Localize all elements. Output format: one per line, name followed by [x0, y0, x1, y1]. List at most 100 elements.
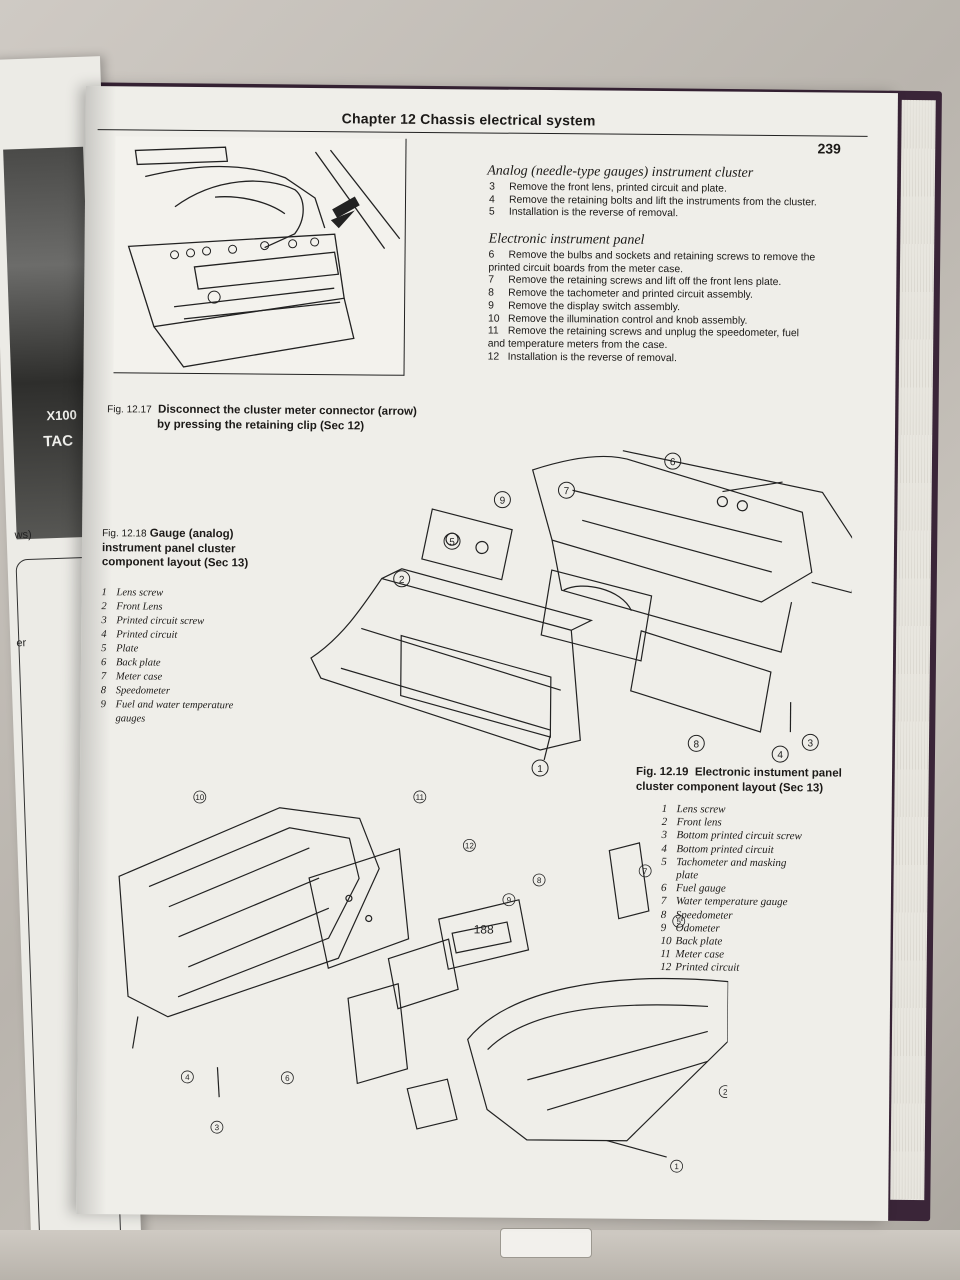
fig-12-18-callout-6: 6: [670, 457, 676, 468]
fig-12-19-callout-5: 5: [676, 917, 681, 926]
step-text: and temperature meters from the case.: [487, 338, 668, 352]
fig-12-18-illustration: 1 2 3 4 5 6 7 8 9: [300, 428, 863, 830]
header-rule: [97, 129, 868, 137]
fig-12-17-caption-line1: Disconnect the cluster meter connector (…: [158, 403, 417, 418]
step-text: Installation is the reverse of removal.: [508, 207, 679, 220]
fig-12-18-caption-line1: Gauge (analog): [149, 527, 234, 541]
legend-label: Plate: [116, 643, 139, 655]
left-text-fragment: er: [16, 637, 27, 650]
step-number: 9: [488, 300, 494, 312]
fig-12-19-callout-8: 8: [537, 876, 542, 885]
fig-12-19-illustration: 188 1 2 3 4 5 6 7 8 9 10 11: [106, 786, 732, 1181]
legend-number: 4: [101, 629, 107, 641]
step-number: 7: [488, 274, 495, 286]
fig-12-17-number: Fig. 12.17: [107, 404, 152, 416]
fig-12-18-drawing: 1 2 3 4 5 6 7 8 9: [310, 450, 863, 830]
photo-mark-x100: X100: [46, 407, 78, 424]
legend-number: 1: [101, 587, 107, 599]
fig-12-18-callout-3: 3: [807, 738, 813, 749]
legend-label: Printed circuit: [116, 629, 178, 641]
legend-label: Meter case: [115, 671, 163, 683]
fig-12-17-illustration: [113, 136, 407, 376]
analog-section-heading: Analog (needle-type gauges) instrument c…: [487, 163, 754, 181]
fig-12-18-caption: Fig. 12.18 Gauge (analog) instrument pan…: [102, 526, 282, 571]
legend-number: 5: [101, 643, 107, 655]
step-text: Remove the tachometer and printed circui…: [508, 287, 753, 301]
fig-12-19-callout-4: 4: [185, 1073, 190, 1082]
fig-12-19-caption-line1: Electronic instument panel: [694, 766, 842, 780]
bottom-object: [500, 1228, 592, 1258]
electronic-section-heading: Electronic instrument panel: [488, 231, 645, 248]
fig-12-19-callout-2: 2: [723, 1088, 728, 1097]
step-number: 12: [487, 351, 500, 363]
fig-12-18-callout-8: 8: [693, 739, 699, 750]
legend-number: 6: [100, 657, 107, 669]
step-text: Remove the retaining bolts and lift the …: [508, 194, 817, 209]
fig-12-19-callout-6: 6: [285, 1074, 290, 1083]
legend-number: 2: [101, 601, 107, 613]
page-number: 239: [817, 140, 841, 157]
legend-item: 7 Meter case: [101, 670, 281, 686]
fig-12-19-callout-12: 12: [465, 841, 475, 850]
legend-item: 3 Printed circuit screw: [101, 614, 281, 630]
legend-label: Lens screw: [116, 587, 164, 599]
running-head: Chapter 12 Chassis electrical system: [341, 110, 596, 129]
step-number: 4: [488, 194, 495, 206]
legend-item: 8 Speedometer: [101, 684, 281, 700]
manual-page: Chapter 12 Chassis electrical system 239: [76, 86, 898, 1222]
electronic-steps: 6 Remove the bulbs and sockets and retain…: [488, 250, 849, 367]
step-number: 5: [488, 206, 495, 218]
step-text: Installation is the reverse of removal.: [507, 351, 677, 364]
legend-item: 5 Plate: [101, 642, 281, 658]
fig-12-18-caption-line2: instrument panel cluster: [101, 542, 236, 556]
odometer-digits: 188: [474, 922, 494, 936]
step-number: 8: [488, 287, 495, 299]
legend-number: 3: [101, 615, 107, 627]
fig-12-18-callout-1: 1: [537, 764, 543, 775]
legend-number: 8: [100, 685, 107, 697]
fig-12-18-caption-line3: component layout (Sec 13): [101, 556, 249, 570]
fig-12-18-callout-5: 5: [449, 537, 455, 548]
step-text: Remove the retaining screws and lift off…: [508, 275, 782, 289]
fig-12-19-number: Fig. 12.19: [635, 765, 689, 779]
step-text: Remove the bulbs and sockets and retaini…: [508, 249, 816, 264]
legend-label: Printed circuit screw: [116, 615, 205, 628]
photo-mark-tac: TAC: [43, 432, 74, 451]
step-item: 12 Installation is the reverse of removal…: [488, 351, 848, 367]
fig-12-18-callout-7: 7: [564, 486, 570, 497]
legend-number: 9: [100, 699, 106, 711]
step-text: Remove the front lens, printed circuit a…: [509, 181, 727, 195]
step-text: Remove the illumination control and knob…: [507, 313, 748, 327]
legend-label: Front Lens: [116, 601, 163, 613]
step-number: 6: [488, 249, 495, 261]
fig-12-19-callout-3: 3: [215, 1123, 220, 1132]
fig-12-18-callout-9: 9: [500, 496, 506, 507]
step-number: 3: [489, 181, 495, 193]
left-caption-fragment: ws): [14, 528, 32, 542]
fig-12-18-number: Fig. 12.18: [102, 528, 147, 540]
fig-12-17-drawing: [127, 146, 401, 368]
legend-item: 4 Printed circuit: [101, 628, 281, 644]
fig-12-18-callout-2: 2: [399, 575, 405, 586]
fig-12-19-callout-7: 7: [643, 867, 648, 876]
fig-12-19-callout-9: 9: [507, 896, 512, 905]
legend-label: Speedometer: [115, 685, 171, 697]
legend-number: 7: [100, 671, 107, 683]
fig-12-18-callout-4: 4: [777, 750, 783, 761]
fig-12-19-callout-1: 1: [674, 1162, 679, 1171]
step-number: 10: [487, 313, 500, 325]
legend-item: 1 Lens screw: [102, 586, 282, 602]
legend-label: Back plate: [115, 657, 161, 669]
step-text: Remove the display switch assembly.: [508, 300, 681, 314]
fig-12-19-callout-10: 10: [195, 793, 205, 802]
legend-item: 2 Front Lens: [101, 600, 281, 616]
legend-item: 9 Fuel and water temperature: [101, 698, 281, 714]
step-item: 5 Installation is the reverse of removal.: [489, 207, 849, 223]
step-text: Remove the retaining screws and unplug t…: [507, 325, 800, 340]
fig-12-19-drawing: 188 1 2 3 4 5 6 7 8 9 10 11: [118, 790, 732, 1173]
legend-label: Fuel and water temperature: [115, 699, 234, 712]
analog-steps: 3 Remove the front lens, printed circuit …: [489, 182, 849, 223]
legend-label: gauges: [115, 713, 146, 725]
fig-12-19-callout-11: 11: [416, 793, 425, 802]
